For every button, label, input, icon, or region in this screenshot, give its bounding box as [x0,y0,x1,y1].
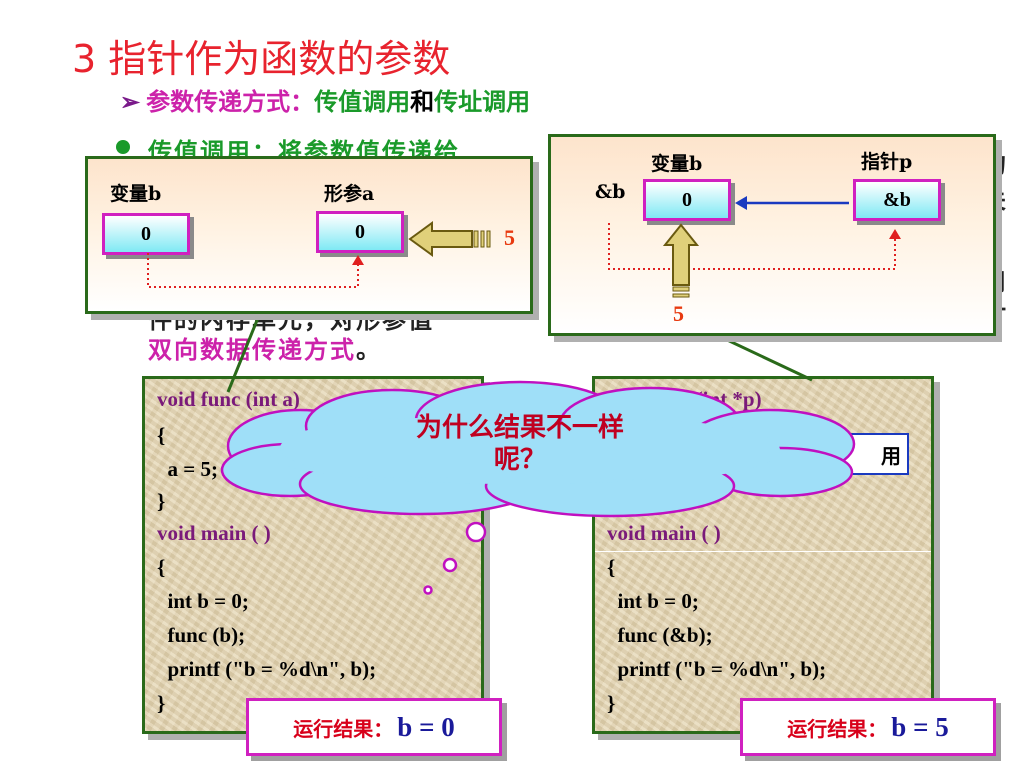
param-a-label: 形参a [324,183,375,205]
cloud-line1: 为什么结果不一样 [415,413,624,443]
addr-label: &b [595,181,626,203]
code-line: } [157,489,166,513]
code-line: } [157,691,166,715]
bullet-dot-icon [116,140,130,154]
left-result-box: 运行结果：b = 0 [246,698,502,756]
subtitle-part1: 参数传递方式： [146,87,315,116]
right-popup-arrows [608,196,901,298]
result-value: b = 0 [397,711,455,742]
ptr-p-label: 指针p [861,151,913,173]
code-line: void main ( ) [607,521,721,545]
right-popup-diagram: 变量b 指针p &b 0 &b 5 [548,134,996,336]
cloud-line2: 呢？ [493,445,546,475]
code-line: void func (int a) [157,387,300,411]
code-line: { [157,555,166,579]
up-arrowhead-icon [352,255,364,265]
cloud-text: 为什么结果不一样 呢？ [380,412,660,484]
result-label: 运行结果： [293,716,394,741]
up-arrowhead-icon [889,229,901,239]
var-b-box: 0 [643,179,731,221]
code-line: printf ("b = %d\n", b); [157,657,377,681]
right-result-box: 运行结果：b = 5 [740,698,996,756]
right-callout-line [705,328,813,382]
result-value: b = 5 [891,711,949,742]
result-label: 运行结果： [787,716,888,741]
var-b-label: 变量b [651,153,703,175]
bg-text-line3: 双向数据传递方式。 [148,335,382,364]
divider [595,551,931,552]
code-line: func (&b); [607,623,713,647]
code-line: printf ("b = %d\n", b); [607,657,827,681]
ptr-p-box: &b [853,179,941,221]
input-number: 5 [504,225,515,250]
code-line: func (b); [157,623,246,647]
code-line: { [157,423,166,447]
code-line: int b = 0; [607,589,699,613]
input-number: 5 [673,301,684,326]
up-block-arrow-icon [662,223,700,286]
left-block-arrow-icon [408,221,473,257]
code-line: { [607,555,616,579]
subtitle-part2: 传值调用 [314,87,411,116]
left-popup-diagram: 变量b 形参a 0 0 5 [85,156,533,314]
var-b-label: 变量b [110,183,162,205]
code-line: a = 5; [157,457,218,481]
subtitle: ➢参数传递方式：传值调用和传址调用 [120,82,530,117]
code-line: int b = 0; [157,589,249,613]
var-b-box: 0 [102,213,190,255]
left-popup-arrows [147,221,491,288]
left-callout-line [226,307,264,393]
code-line: void main ( ) [157,521,271,545]
slide-title: 3 指针作为函数的参数 [72,37,451,81]
param-a-box: 0 [316,211,404,253]
subtitle-part4: 传址调用 [434,87,531,116]
code-line: } [607,691,616,715]
subtitle-part3: 和 [410,87,435,116]
bullet-arrow-icon: ➢ [120,87,141,116]
left-arrowhead-icon [735,196,747,210]
